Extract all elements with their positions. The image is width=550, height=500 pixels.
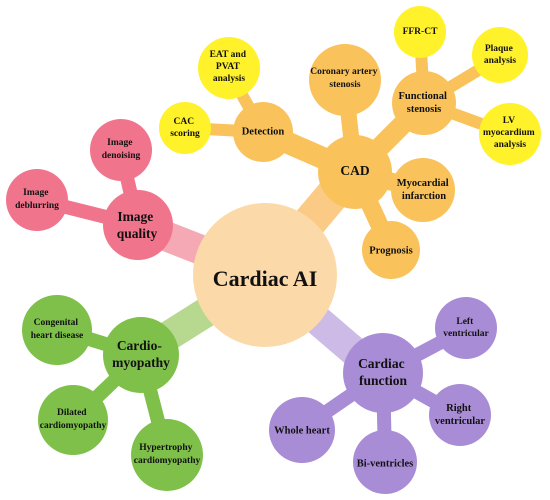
ffr-circle (394, 6, 446, 58)
hypertrophy-label: Hypertrophy cardiomyopathy (134, 443, 201, 466)
prognosis-circle (362, 221, 420, 279)
functional-label: Functional stenosis (398, 91, 449, 115)
plaque-circle (472, 27, 528, 83)
myocardial-circle (391, 158, 455, 222)
branch-cad: CAD Detection Coronary artery stenosis F… (159, 6, 541, 279)
center-node: Cardiac AI (193, 203, 337, 347)
congenital-circle (22, 295, 92, 365)
right-circle (429, 384, 491, 446)
lv-circle (479, 103, 541, 165)
functional-circle (392, 71, 456, 135)
cad-label: CAD (340, 163, 369, 178)
left-circle (435, 297, 497, 359)
eat-label: EAT and PVAT analysis (210, 50, 249, 84)
branch-cardiomyopathy: Cardio- myopathy Congenital heart diseas… (22, 295, 203, 491)
denoising-label: Image denoising (102, 138, 141, 161)
image-quality-label: Image quality (117, 209, 158, 241)
eat-circle (198, 37, 260, 99)
center-label: Cardiac AI (213, 266, 318, 291)
dilated-label: Dilated cardiomyopathy (40, 408, 107, 431)
center-circle (193, 203, 337, 347)
ffr-label: FFR-CT (403, 27, 438, 37)
prognosis-label: Prognosis (369, 245, 413, 256)
left-label: Left ventricular (443, 317, 489, 339)
right-label: Right ventricular (435, 403, 485, 427)
branch-image-quality: Image quality Image denoising Image debl… (6, 119, 173, 260)
branch-cardiac-function: Cardiac function Left ventricular Right … (269, 297, 497, 494)
coronary-circle (309, 44, 381, 116)
cardiomyopathy-label: Cardio- myopathy (112, 338, 170, 370)
bi-label: Bi-ventricles (357, 458, 414, 469)
plaque-label: Plaque analysis (484, 44, 517, 66)
cad-circle (318, 135, 392, 209)
cardiac-function-circle (343, 333, 423, 413)
hypertrophy-circle (131, 419, 203, 491)
cardiac-function-label: Cardiac function (358, 356, 408, 388)
deblurring-circle (6, 169, 68, 231)
bi-circle (353, 430, 417, 494)
coronary-label: Coronary artery stenosis (310, 67, 379, 90)
lv-label: LV myocardium analysis (483, 116, 537, 150)
cardiomyopathy-circle (103, 317, 179, 393)
detection-label: Detection (242, 126, 285, 137)
myocardial-label: Myocardial infarction (397, 178, 452, 202)
dilated-circle (38, 385, 108, 455)
denoising-circle (90, 119, 152, 181)
cac-label: CAC scoring (170, 117, 200, 139)
whole-circle (269, 397, 335, 463)
whole-label: Whole heart (274, 425, 330, 436)
cac-circle (159, 102, 211, 154)
congenital-label: Congenital heart disease (31, 318, 84, 341)
deblurring-label: Image deblurring (15, 188, 59, 211)
image-quality-circle (103, 190, 173, 260)
detection-circle (233, 102, 293, 162)
